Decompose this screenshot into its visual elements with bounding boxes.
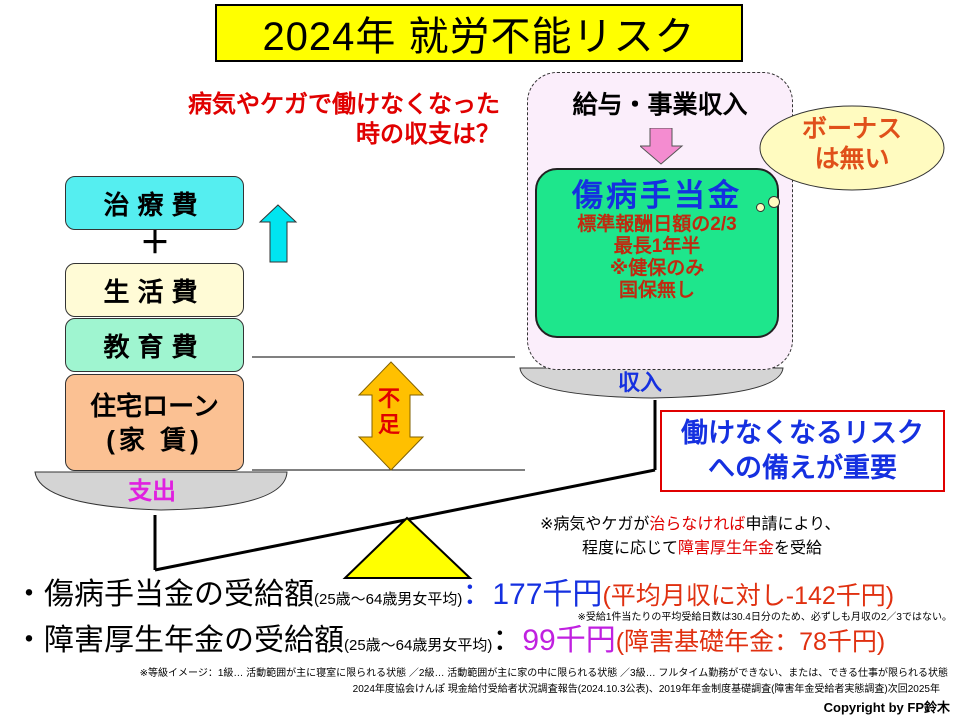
shortfall-double-arrow-icon [357,361,425,471]
page-title: 2024年 就労不能リスク [215,4,743,62]
disability-note: ※病気やケガが治らなければ申請により、 程度に応じて障害厚生年金を受給 [540,513,840,561]
benefit-line: 標準報酬日額の2/3 [577,214,737,235]
bonus-note: ボーナス は無い [765,114,939,174]
copyright: Copyright by FP鈴木 [823,700,950,715]
bonus-line: ボーナス [801,115,902,143]
row-label: ・傷病手当金の受給額 [14,578,314,611]
shortfall-char: 足 [378,412,401,437]
row-extra: (平均月収に対し-142千円) [602,582,895,610]
row1-note: ※受給1件当たりの平均受給日数は30.4日分のため、必ずしも月収の2／3ではない… [577,612,952,623]
rent-label: (家 賃) [106,424,203,455]
plus-sign: ＋ [140,227,170,260]
bonus-line: は無い [814,145,890,173]
row-value: 99千円 [522,624,616,657]
note-highlight: 治らなければ [649,516,746,533]
housing-label: 住宅ローン [90,390,219,421]
note-text: 程度に応じて [582,540,679,557]
benefit-title: 傷病手当金 [572,178,742,213]
pension-amount-row: ・障害厚生年金の受給額(25歳～64歳男女平均)：99千円(障害基礎年金：78千… [14,624,886,657]
row-extra: (障害基礎年金：78千円) [615,628,886,656]
row-sep: ： [462,578,493,611]
expense-medical: 治療費 [65,176,244,230]
benefit-line: ※健保のみ [609,258,705,279]
benefit-line: 国保無し [618,280,695,301]
expense-living: 生活費 [65,263,244,317]
up-arrow-icon [258,204,298,263]
income-pan-label: 収入 [618,370,663,395]
shortfall-label: 不 足 [378,386,400,438]
fulcrum [342,516,473,579]
row-sub: (25歳～64歳男女平均) [314,591,463,608]
note-text: 申請により、 [745,516,841,533]
expense-education: 教育費 [65,318,244,372]
source-footnote: 2024年度協会けんぽ 現金給付受給者状況調査報告(2024.10.3公表)、2… [352,684,940,695]
income-header: 給与・事業収入 [572,91,748,119]
row-label: ・障害厚生年金の受給額 [14,624,344,657]
expense-pan [34,471,288,511]
row-sep: ： [492,624,523,657]
grade-footnote: ※等級イメージ：1級… 活動範囲が主に寝室に限られる状態 ／2級… 活動範囲が主… [139,668,948,679]
expense-housing: 住宅ローン (家 賃) [65,374,244,471]
question-line: 時の収支は？ [356,121,500,148]
risk-line: 働けなくなるリスク [681,418,924,448]
note-text: ※病気やケガが [540,516,650,533]
expense-pan-label: 支出 [128,478,176,505]
bubble-dot [756,203,765,212]
income-pan [519,367,784,399]
benefit-line: 最長1年半 [613,236,701,257]
shortfall-char: 不 [378,386,401,411]
question-text: 病気やケガで働けなくなった 時の収支は？ [120,90,500,150]
note-text: を受給 [774,540,823,557]
note-highlight: 障害厚生年金 [678,540,775,557]
sickness-benefit-box: 傷病手当金 標準報酬日額の2/3 最長1年半 ※健保のみ 国保無し [535,168,779,338]
risk-line: への備えが重要 [708,453,897,483]
down-arrow-icon [640,128,684,165]
question-line: 病気やケガで働けなくなった [188,91,500,118]
thought-bubble [759,105,945,191]
benefit-amount-row: ・傷病手当金の受給額(25歳～64歳男女平均)：177千円(平均月収に対し-14… [14,578,895,611]
row-sub: (25歳～64歳男女平均) [344,637,493,654]
risk-callout: 働けなくなるリスク への備えが重要 [660,410,945,492]
bubble-dot [768,196,780,208]
row-value: 177千円 [492,578,603,611]
